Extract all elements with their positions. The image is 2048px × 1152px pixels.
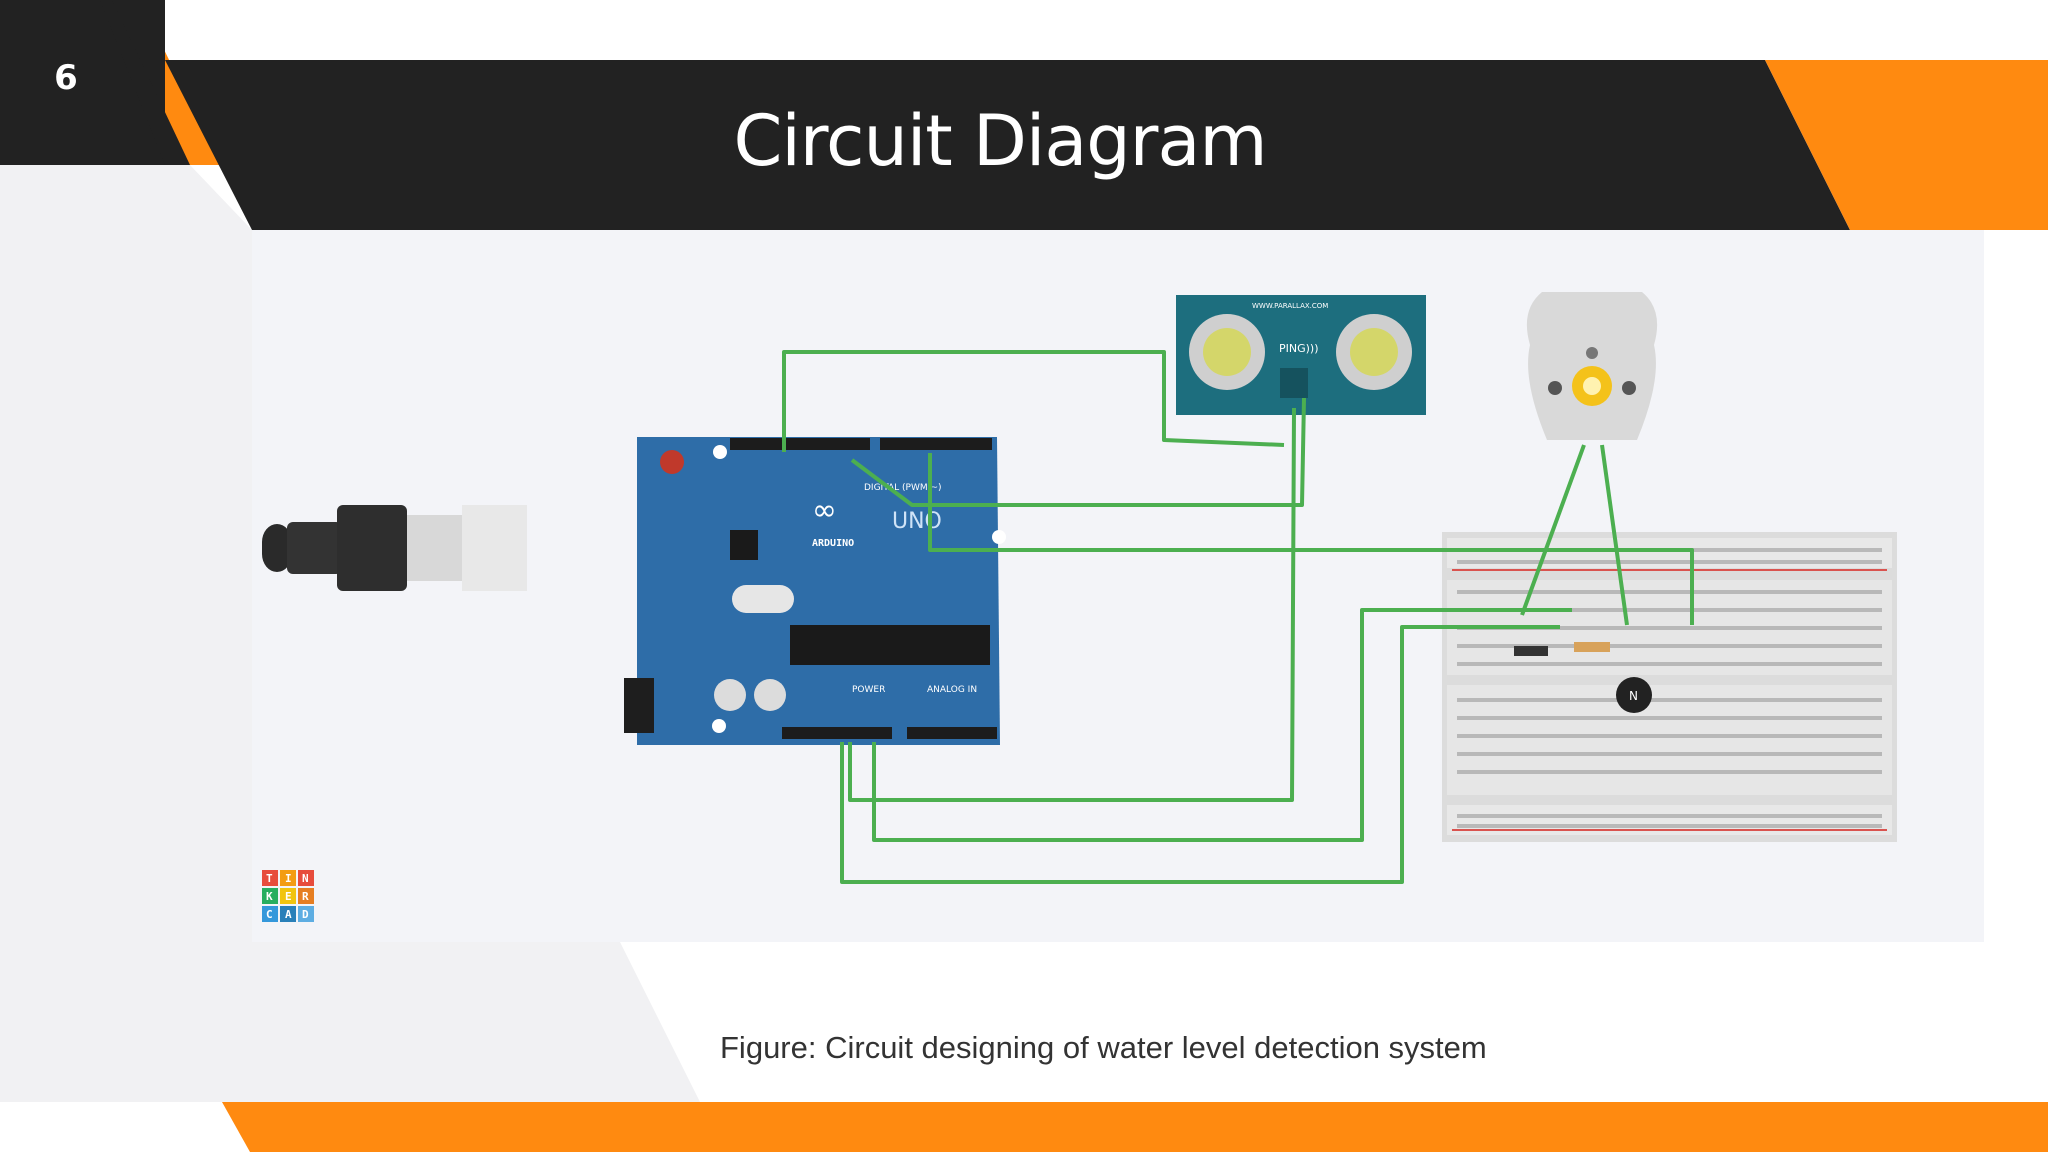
- resistor: [1574, 642, 1610, 652]
- logo-letter-1: T: [266, 872, 273, 885]
- logo-letter-3: N: [302, 872, 309, 885]
- logo-letter-5: E: [285, 890, 292, 903]
- transistor-label: N: [1629, 689, 1638, 703]
- svg-text:∞: ∞: [812, 493, 837, 528]
- breadboard: N: [1442, 532, 1897, 842]
- board-digital-text: DIGITAL (PWM ~): [864, 483, 942, 493]
- logo-letter-7: C: [266, 908, 273, 921]
- usb-cable: [262, 505, 527, 591]
- logo-letter-4: K: [266, 890, 273, 903]
- logo-letter-2: I: [285, 872, 292, 885]
- page-title: Circuit Diagram: [733, 100, 1267, 182]
- sensor-label-text: PING))): [1279, 342, 1319, 355]
- dc-motor: [1526, 292, 1658, 440]
- slide-number: 6: [54, 58, 78, 98]
- diode: [1514, 646, 1548, 656]
- circuit-diagram-svg: ∞ ARDUINO UNO DIGITAL (PWM ~) POWER ANAL…: [262, 292, 1897, 922]
- logo-letter-6: R: [302, 890, 309, 903]
- board-power-text: POWER: [852, 685, 885, 695]
- sensor-site-text: WWW.PARALLAX.COM: [1252, 302, 1328, 310]
- arduino-board: ∞ ARDUINO UNO DIGITAL (PWM ~) POWER ANAL…: [624, 437, 1006, 745]
- logo-letter-9: D: [302, 908, 309, 921]
- bottom-orange-bar: [222, 1102, 2048, 1152]
- orange-header-accent: [1765, 60, 2048, 230]
- logo-letter-8: A: [285, 908, 292, 921]
- transistor: [1616, 677, 1652, 713]
- board-model-text: UNO: [892, 509, 942, 534]
- figure-caption: Figure: Circuit designing of water level…: [720, 1030, 1487, 1065]
- ultrasonic-sensor: WWW.PARALLAX.COM PING))): [1176, 295, 1426, 415]
- tinkercad-logo: T I N K E R C A D: [262, 870, 314, 922]
- circuit-diagram: ∞ ARDUINO UNO DIGITAL (PWM ~) POWER ANAL…: [252, 230, 1984, 942]
- header-band: [165, 60, 1850, 230]
- board-analog-text: ANALOG IN: [927, 685, 977, 695]
- gray-side-panel: [0, 165, 700, 1102]
- board-brand-text: ARDUINO: [812, 538, 854, 549]
- wires: [782, 350, 1694, 884]
